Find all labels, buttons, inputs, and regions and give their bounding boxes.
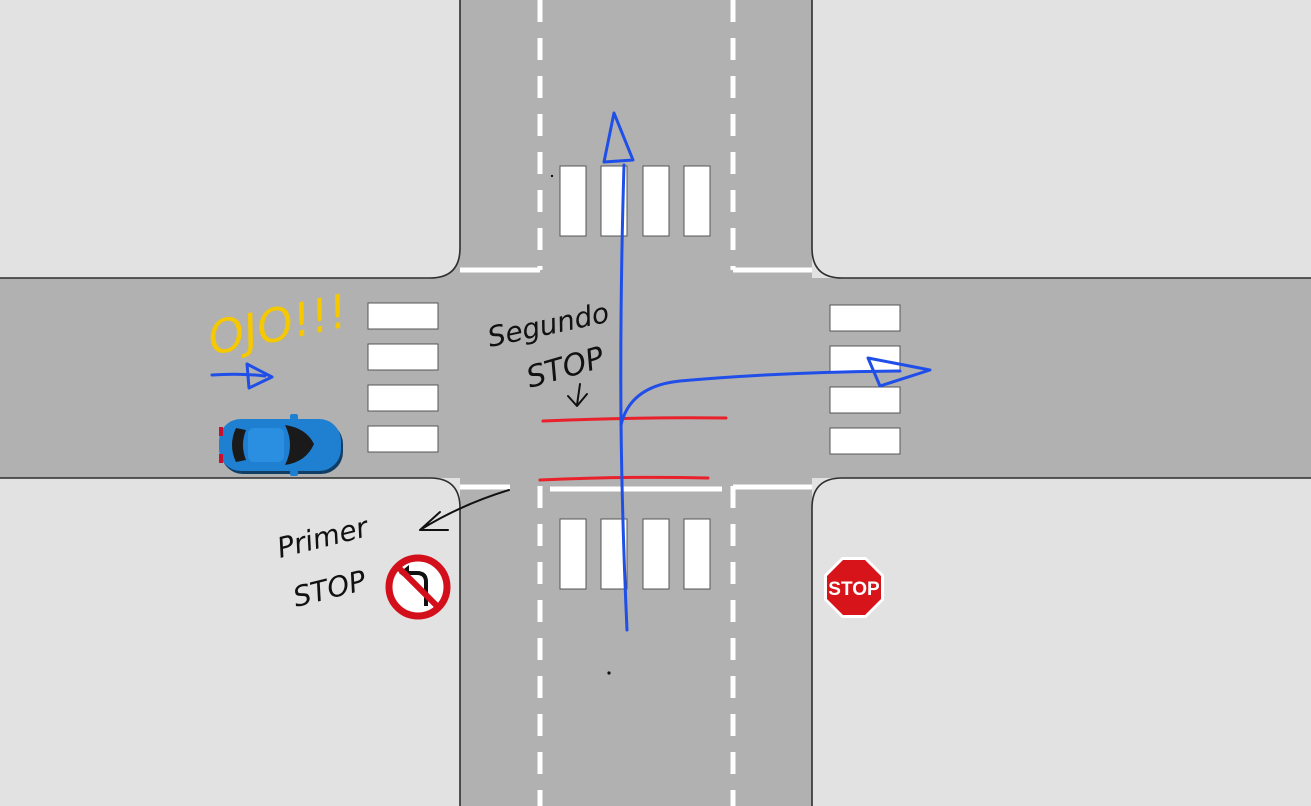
first-stop-pointer-arrow <box>419 489 510 531</box>
first-stop-line <box>538 475 710 482</box>
zebra-stripe <box>559 518 587 590</box>
car-tail-light <box>219 427 223 436</box>
zebra-stripe <box>829 304 901 332</box>
zebra-stripe <box>367 384 439 412</box>
crosswalk-west <box>367 302 439 453</box>
right-turn-route-arrowhead <box>866 356 932 388</box>
zebra-stripe <box>829 345 901 373</box>
car-direction-arrow-line <box>210 372 267 378</box>
lane-dashes <box>537 0 736 806</box>
zebra-stripe <box>367 425 439 453</box>
second-stop-pointer-arrow <box>567 383 588 407</box>
route-arrows <box>210 111 932 632</box>
zebra-stripe <box>367 302 439 330</box>
car-rear-window <box>232 428 246 462</box>
car-icon <box>219 414 343 476</box>
right-turn-route-line <box>619 369 902 427</box>
annotation-arrows <box>419 383 588 531</box>
zebra-stripe <box>829 427 901 455</box>
zebra-stripe <box>829 386 901 414</box>
zebra-stripe <box>683 165 711 237</box>
zebra-stripe <box>642 518 670 590</box>
car-tail-light <box>219 454 223 463</box>
no-left-turn-icon <box>385 554 451 620</box>
car-mirror-bottom <box>290 470 298 476</box>
zebra-stripe <box>559 165 587 237</box>
sign-slash <box>395 564 441 610</box>
zebra-stripe <box>683 518 711 590</box>
horizontal-road <box>0 278 1311 478</box>
car-direction-arrowhead <box>245 362 274 390</box>
white-stop-bars <box>460 267 812 492</box>
crosswalk-east <box>829 304 901 455</box>
curb-nw <box>0 0 461 279</box>
curb-ne <box>811 0 1311 279</box>
second-stop-line <box>541 416 728 423</box>
stop-octagon-icon: STOP <box>824 557 884 618</box>
car-roof <box>248 428 284 462</box>
red-stop-lines <box>538 416 728 482</box>
straight-route-arrowhead <box>602 111 635 164</box>
car-windshield <box>285 425 314 465</box>
car-mirror-top <box>290 414 298 420</box>
curb-se <box>811 477 1311 806</box>
stop-sign-face <box>827 560 881 615</box>
zebra-stripe <box>367 343 439 371</box>
stop-sign-text: STOP <box>828 579 880 600</box>
ink-dot <box>550 174 554 178</box>
turn-arrow <box>406 571 428 606</box>
zebra-stripe <box>642 165 670 237</box>
ink-dot <box>607 671 611 675</box>
